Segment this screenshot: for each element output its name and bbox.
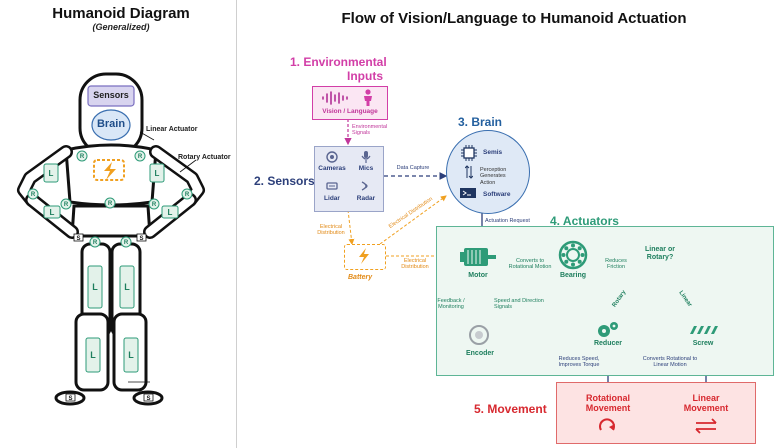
sensors-heading: 2. Sensors xyxy=(254,174,315,188)
mic-icon xyxy=(361,151,371,163)
svg-text:R: R xyxy=(124,240,129,246)
motor-label: Motor xyxy=(468,272,488,279)
humanoid-figure: R R R R R R R R R L L L L L L L L S S S S xyxy=(17,72,205,406)
movement-box xyxy=(556,382,756,444)
svg-text:R: R xyxy=(64,202,69,208)
svg-text:L: L xyxy=(90,350,96,360)
rotational-movement-label: Rotational Movement xyxy=(585,393,631,413)
svg-text:L: L xyxy=(92,282,98,292)
sensor-radar: Radar xyxy=(356,195,376,202)
sensor-cameras: Cameras xyxy=(318,165,346,172)
brain-heading: 3. Brain xyxy=(458,115,503,129)
linear-arrows-icon xyxy=(695,418,717,434)
vision-language-label: Vision / Language xyxy=(322,108,378,115)
data-capture-label: Data Capture xyxy=(396,165,430,171)
brain-circle: Semis Perception Generates Action Softwa… xyxy=(446,130,530,214)
rotation-arrow-icon xyxy=(599,418,615,431)
svg-text:S: S xyxy=(68,396,72,402)
reduces-speed-label: Reduces Speed, Improves Torque xyxy=(558,356,600,369)
svg-text:R: R xyxy=(31,192,36,198)
svg-text:R: R xyxy=(138,154,143,160)
screw-icon xyxy=(690,326,718,334)
radar-icon xyxy=(361,181,368,191)
semis-label: Semis xyxy=(483,149,503,156)
linear-or-rotary-label: Linear or Rotary? xyxy=(645,246,675,262)
bolt-icon xyxy=(359,248,369,264)
svg-text:R: R xyxy=(185,192,190,198)
waveform-icon xyxy=(322,91,348,105)
environmental-signals-label: Environmental Signals xyxy=(352,124,388,137)
encoder-label: Encoder xyxy=(465,350,494,357)
environmental-heading-1: 1. Environmental xyxy=(290,55,387,69)
svg-text:L: L xyxy=(155,169,160,178)
vision-language-box: Vision / Language xyxy=(312,86,388,120)
humanoid-title: Humanoid Diagram xyxy=(52,5,190,22)
flow-title: Flow of Vision/Language to Humanoid Actu… xyxy=(341,10,687,27)
software-icon xyxy=(460,188,476,198)
lidar-icon xyxy=(326,182,338,190)
svg-text:L: L xyxy=(168,208,173,217)
reducer-icon xyxy=(598,322,618,337)
battery-box xyxy=(344,244,386,270)
actuators-box xyxy=(436,226,774,376)
sensors-label: Sensors xyxy=(93,90,129,100)
sensor-lidar: Lidar xyxy=(324,195,340,202)
sensors-box: Cameras Mics Lidar Radar xyxy=(314,146,384,212)
electrical-distribution-right: Electrical Distribution xyxy=(401,258,429,271)
screw-label: Screw xyxy=(692,340,714,347)
battery-label: Battery xyxy=(348,274,373,281)
bearing-label: Bearing xyxy=(559,272,587,279)
perception-label: Perception Generates Action xyxy=(480,167,507,186)
environmental-heading-2: Inputs xyxy=(347,69,383,83)
actuators-heading: 4. Actuators xyxy=(550,214,619,228)
reduces-friction-label: Reduces Friction xyxy=(605,258,627,271)
speed-direction-label: Speed and Direction Signals xyxy=(494,298,544,311)
electrical-distribution-left: Electrical Distribution xyxy=(317,224,345,237)
svg-text:L: L xyxy=(124,282,130,292)
panel-divider xyxy=(236,0,237,448)
bearing-icon xyxy=(558,240,588,270)
linear-movement-label: Linear Movement xyxy=(683,393,729,413)
svg-text:S: S xyxy=(139,236,143,242)
actuation-request-label: Actuation Request xyxy=(485,218,530,224)
updown-arrows-icon xyxy=(465,165,473,179)
svg-text:R: R xyxy=(152,202,157,208)
linear-actuator-label: Linear Actuator xyxy=(146,126,198,133)
svg-text:R: R xyxy=(93,240,98,246)
humanoid-subtitle: (Generalized) xyxy=(92,22,150,32)
svg-text:L: L xyxy=(128,350,134,360)
feedback-label: Feedback / Monitoring xyxy=(437,298,465,311)
sensor-mics: Mics xyxy=(358,165,374,172)
svg-text:L: L xyxy=(49,169,54,178)
svg-text:R: R xyxy=(80,154,85,160)
svg-text:L: L xyxy=(50,208,55,217)
chip-icon xyxy=(461,145,477,161)
brain-label: Brain xyxy=(96,118,126,130)
motor-icon xyxy=(460,248,496,266)
person-icon xyxy=(364,89,372,106)
camera-icon xyxy=(326,151,338,163)
software-label: Software xyxy=(483,191,511,198)
converts-rotational-label: Converts to Rotational Motion xyxy=(508,258,552,271)
svg-text:S: S xyxy=(146,396,150,402)
converts-rot-linear-label: Converts Rotational to Linear Motion xyxy=(642,356,698,369)
encoder-icon xyxy=(469,325,489,345)
svg-text:R: R xyxy=(108,201,113,207)
reducer-label: Reducer xyxy=(593,340,622,347)
movement-heading: 5. Movement xyxy=(474,402,547,416)
rotary-actuator-label: Rotary Actuator xyxy=(178,154,231,161)
svg-text:S: S xyxy=(76,236,80,242)
